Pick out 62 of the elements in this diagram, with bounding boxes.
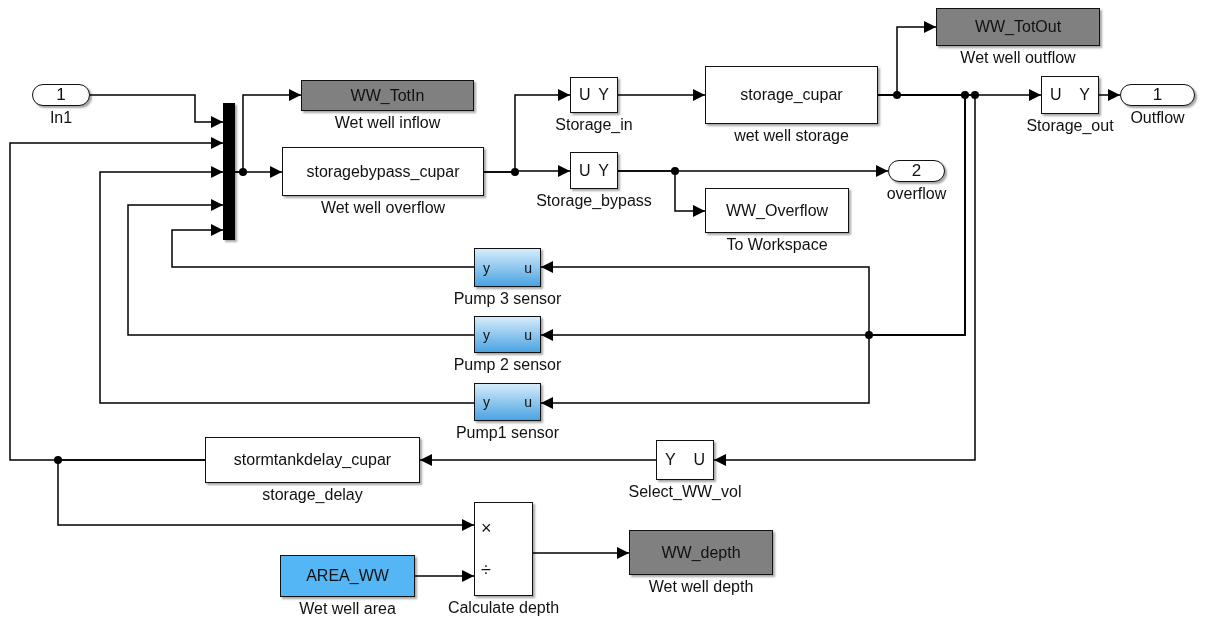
port-label: y	[483, 394, 490, 410]
port-label: y	[483, 326, 490, 343]
port-label: U	[693, 451, 705, 469]
block-label: 2	[911, 161, 922, 181]
block-name: Pump 2 sensor	[453, 356, 562, 374]
port-label: Y	[1079, 86, 1090, 104]
signal-arrow	[234, 166, 283, 178]
block-label: WW_depth	[661, 543, 741, 562]
block-name: overflow	[886, 185, 947, 203]
block-name: storage_delay	[262, 486, 363, 504]
block-label: stormtankdelay_cupar	[233, 451, 392, 469]
block-label: AREA_WW	[306, 567, 389, 585]
block-label: 1	[56, 85, 66, 105]
block-name: Wet well outflow	[960, 49, 1076, 67]
block-name: Wet well area	[299, 600, 396, 618]
mux-bar	[223, 103, 235, 240]
block-name: Storage_bypass	[536, 192, 652, 210]
port-label: U	[1050, 86, 1062, 104]
block-name: Select_WW_vol	[628, 483, 742, 501]
signal-arrow	[127, 199, 475, 336]
block-name: Pump1 sensor	[455, 424, 560, 442]
signal-arrow	[483, 165, 571, 177]
port-label: U	[579, 161, 591, 180]
block-label: WW_TotOut	[974, 18, 1062, 36]
port-label: y	[483, 259, 490, 276]
block-label: WW_TotIn	[350, 86, 425, 105]
signal-arrow	[1098, 89, 1121, 101]
signal-arrow	[419, 454, 657, 466]
block-name: To Workspace	[726, 236, 828, 254]
block-name: Wet well overflow	[320, 199, 446, 217]
block-label: storage_cupar	[740, 86, 843, 104]
port-label: u	[524, 326, 532, 343]
signal-arrow	[57, 459, 475, 531]
block-name: Wet well depth	[648, 578, 754, 596]
block-label: 1	[1152, 85, 1163, 105]
signal-arrow	[532, 547, 630, 559]
block-name: Outflow	[1130, 109, 1185, 127]
port-label: Y	[665, 451, 676, 469]
block-label: WW_Overflow	[725, 201, 829, 220]
block-name: Wet well inflow	[334, 114, 441, 132]
signal-arrow	[713, 94, 976, 466]
block-name: In1	[49, 109, 73, 127]
port-label: Y	[598, 161, 609, 180]
port-label: Y	[598, 86, 609, 104]
block-name: Calculate depth	[447, 599, 560, 617]
signal-arrow	[99, 166, 475, 404]
signal-arrow	[617, 89, 706, 101]
block-label: storagebypass_cupar	[306, 162, 460, 181]
block-name: Storage_out	[1026, 117, 1114, 135]
signal-arrow	[617, 170, 706, 217]
signal-arrow	[171, 224, 475, 268]
port-label: ÷	[481, 559, 491, 581]
port-label: u	[524, 394, 532, 410]
block-name: wet well storage	[734, 127, 849, 145]
block-name: Storage_in	[555, 116, 633, 134]
signal-arrow	[414, 570, 475, 582]
signal-arrow	[89, 94, 224, 128]
block-name: Pump 3 sensor	[453, 290, 562, 308]
signal-arrow	[9, 137, 224, 461]
port-label: u	[524, 259, 532, 276]
port-label: U	[579, 86, 591, 104]
port-label: ×	[481, 517, 492, 539]
